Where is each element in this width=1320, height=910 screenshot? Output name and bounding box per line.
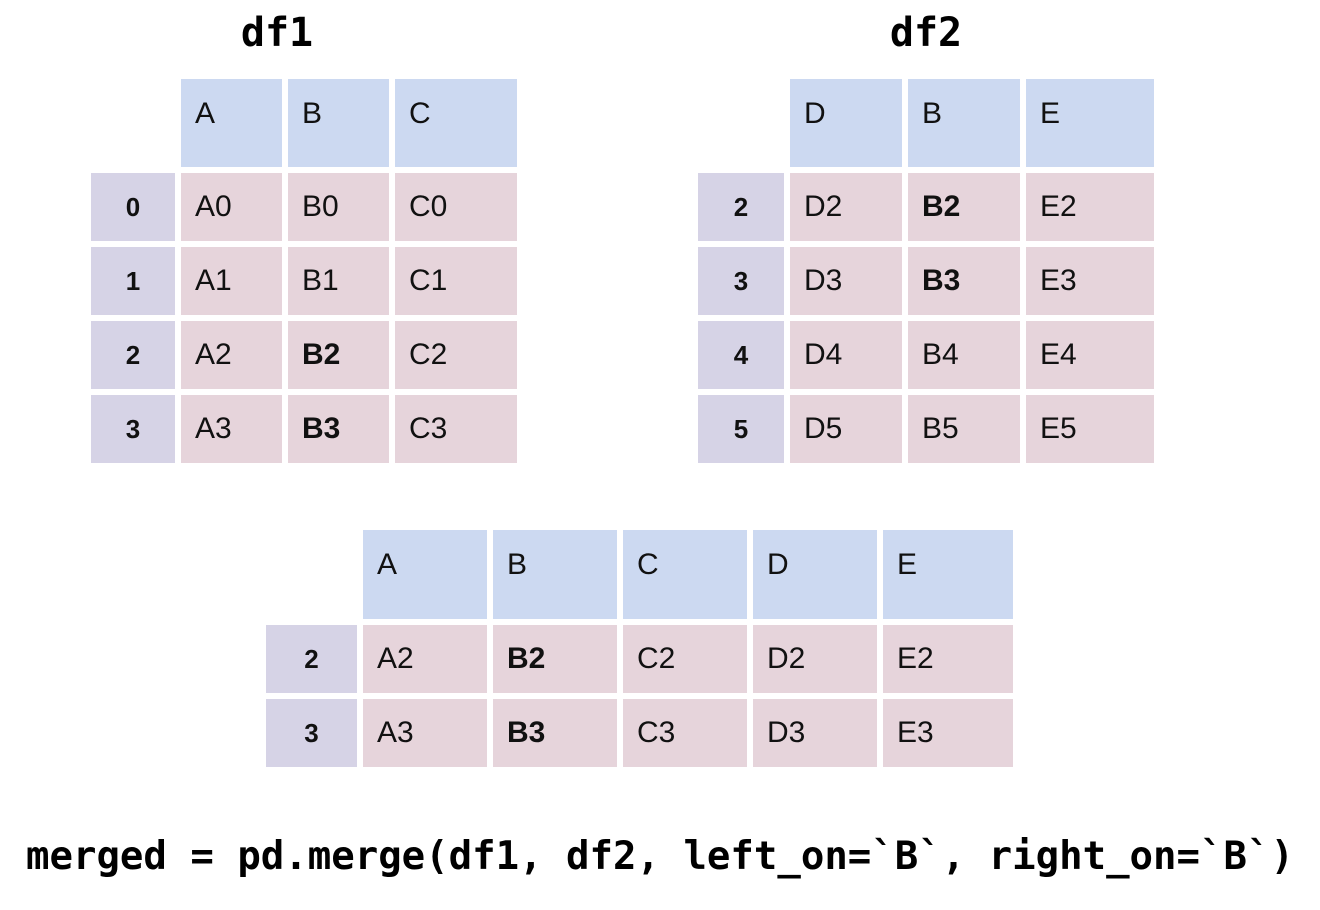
df2-cell-b2: B2	[908, 173, 1020, 241]
df1-table: A B C 0 A0 B0 C0 1 A1 B1 C1 2 A2 B2 C2 3…	[91, 79, 517, 463]
merged-cell-a2: A2	[363, 625, 487, 693]
df2-table: D B E 2 D2 B2 E2 3 D3 B3 E3 4 D4 B4 E4 5…	[698, 79, 1154, 463]
df2-cell-e5: E5	[1026, 395, 1154, 463]
df2-cell-e3: E3	[1026, 247, 1154, 315]
df1-cell-c2: C2	[395, 321, 517, 389]
merged-header-d: D	[753, 530, 877, 619]
df1-title: df1	[240, 10, 314, 56]
merge-code-line: merged = pd.merge(df1, df2, left_on=`B`,…	[26, 834, 1294, 879]
df1-header-c: C	[395, 79, 517, 167]
df2-index-2: 2	[698, 173, 784, 241]
merged-cell-b2: B2	[493, 625, 617, 693]
merged-table: A B C D E 2 A2 B2 C2 D2 E2 3 A3 B3 C3 D3…	[266, 530, 1013, 767]
df1-index-2: 2	[91, 321, 175, 389]
merged-corner	[266, 530, 357, 619]
df1-cell-c1: C1	[395, 247, 517, 315]
df1-cell-b2: B2	[288, 321, 389, 389]
merged-cell-d2: D2	[753, 625, 877, 693]
df2-cell-b4: B4	[908, 321, 1020, 389]
df1-cell-c0: C0	[395, 173, 517, 241]
df1-cell-b0: B0	[288, 173, 389, 241]
merged-cell-a3: A3	[363, 699, 487, 767]
df2-header-b: B	[908, 79, 1020, 167]
df1-header-b: B	[288, 79, 389, 167]
df1-cell-b1: B1	[288, 247, 389, 315]
df1-index-3: 3	[91, 395, 175, 463]
merged-index-3: 3	[266, 699, 357, 767]
df1-index-0: 0	[91, 173, 175, 241]
df2-cell-d3: D3	[790, 247, 902, 315]
df1-index-1: 1	[91, 247, 175, 315]
merged-cell-e2: E2	[883, 625, 1013, 693]
df2-index-3: 3	[698, 247, 784, 315]
merged-cell-c2: C2	[623, 625, 747, 693]
df2-cell-b5: B5	[908, 395, 1020, 463]
df2-cell-e4: E4	[1026, 321, 1154, 389]
df2-index-5: 5	[698, 395, 784, 463]
merged-cell-c3: C3	[623, 699, 747, 767]
merged-cell-e3: E3	[883, 699, 1013, 767]
merged-cell-d3: D3	[753, 699, 877, 767]
df1-cell-a1: A1	[181, 247, 282, 315]
df1-cell-c3: C3	[395, 395, 517, 463]
df1-cell-a0: A0	[181, 173, 282, 241]
merged-index-2: 2	[266, 625, 357, 693]
df2-cell-e2: E2	[1026, 173, 1154, 241]
merged-header-b: B	[493, 530, 617, 619]
df2-cell-d2: D2	[790, 173, 902, 241]
df1-cell-a3: A3	[181, 395, 282, 463]
merged-header-c: C	[623, 530, 747, 619]
df2-corner	[698, 79, 784, 167]
df1-cell-a2: A2	[181, 321, 282, 389]
merged-cell-b3: B3	[493, 699, 617, 767]
merged-header-e: E	[883, 530, 1013, 619]
df2-title: df2	[889, 10, 963, 56]
df2-cell-b3: B3	[908, 247, 1020, 315]
df1-corner	[91, 79, 175, 167]
df2-cell-d5: D5	[790, 395, 902, 463]
df2-index-4: 4	[698, 321, 784, 389]
df1-header-a: A	[181, 79, 282, 167]
df1-cell-b3: B3	[288, 395, 389, 463]
df2-header-e: E	[1026, 79, 1154, 167]
merged-header-a: A	[363, 530, 487, 619]
df2-cell-d4: D4	[790, 321, 902, 389]
df2-header-d: D	[790, 79, 902, 167]
